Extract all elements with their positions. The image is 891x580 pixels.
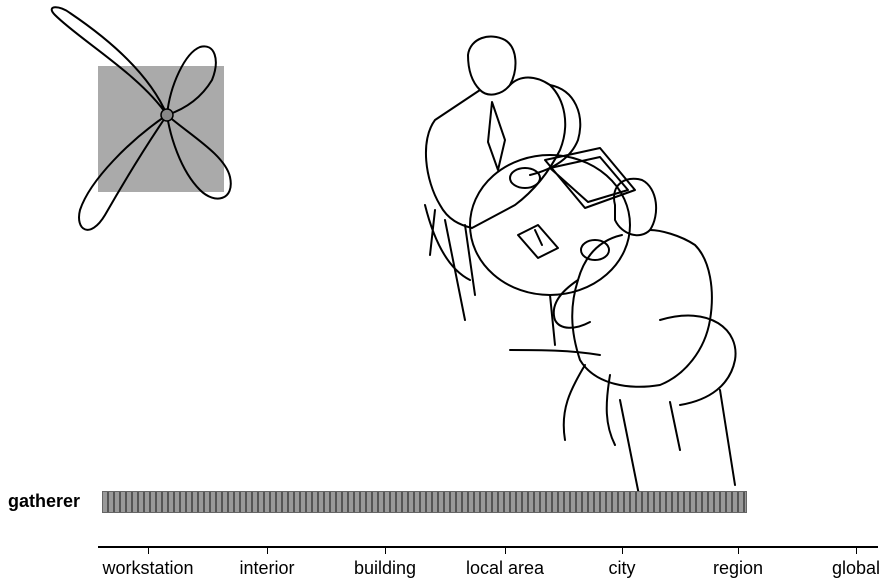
meeting-at-cafe-table-illustration xyxy=(410,30,750,510)
gatherer-range-bar xyxy=(102,491,747,513)
row-label-gatherer: gatherer xyxy=(8,491,80,512)
man-right-head xyxy=(614,179,656,235)
scale-tick xyxy=(267,547,268,554)
cafe-table-top xyxy=(470,155,630,295)
man-left-body xyxy=(426,78,565,229)
scale-label-region: region xyxy=(713,558,763,579)
scale-tick xyxy=(622,547,623,554)
scale-label-global: global xyxy=(832,558,880,579)
chair-left xyxy=(425,205,475,320)
man-right-leg xyxy=(564,365,615,445)
range-center-dot xyxy=(161,109,173,121)
scale-tick xyxy=(385,547,386,554)
cup-left xyxy=(510,168,540,188)
scale-label-city: city xyxy=(609,558,636,579)
scale-tick xyxy=(505,547,506,554)
scale-tick xyxy=(856,547,857,554)
range-diagram-icon xyxy=(40,5,260,240)
scale-tick xyxy=(738,547,739,554)
man-right-body xyxy=(572,230,712,387)
scale-tick xyxy=(148,547,149,554)
range-square xyxy=(98,66,224,192)
man-left-arm xyxy=(530,85,580,175)
man-left-tie xyxy=(488,102,505,170)
scale-label-workstation: workstation xyxy=(102,558,193,579)
man-left-head xyxy=(468,36,515,94)
notepad xyxy=(518,225,558,258)
scale-label-interior: interior xyxy=(239,558,294,579)
chair-right xyxy=(620,316,736,500)
scale-axis-line xyxy=(98,546,878,548)
scale-label-local-area: local area xyxy=(466,558,544,579)
tablet-device xyxy=(545,148,635,208)
scale-label-building: building xyxy=(354,558,416,579)
